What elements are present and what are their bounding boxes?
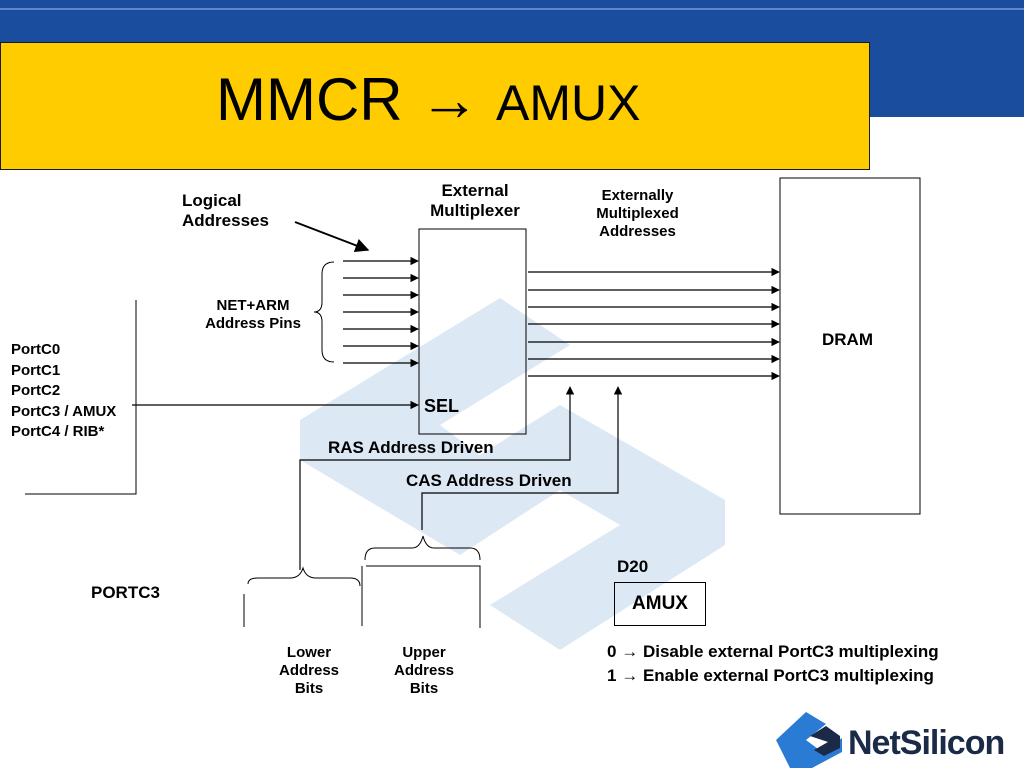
dram-box [779, 177, 921, 515]
amux-box: AMUX [614, 582, 706, 626]
lower-bits-label: Lower Address Bits [264, 644, 354, 698]
cas-path-arrow [421, 386, 623, 530]
setting-row: 1 → Enable external PortC3 multiplexing [607, 664, 939, 688]
netsilicon-logo-text: NetSilicon [848, 724, 1005, 762]
upper-bits-line: Upper [402, 644, 446, 661]
header-band-line [0, 8, 1024, 10]
lower-bits-line: Bits [294, 680, 324, 697]
netarm-pins-line: NET+ARM [216, 297, 290, 314]
lower-bits-line: Address [278, 662, 340, 679]
externally-multiplexed-line: Externally [601, 187, 674, 204]
output-arrows [528, 267, 780, 381]
multiplexer-box [418, 228, 527, 435]
external-multiplexer-line: External [441, 181, 509, 200]
register-upper-edge [366, 565, 481, 628]
watermark-logo [300, 298, 725, 650]
ras-path-arrow [299, 386, 575, 570]
lower-bits-brace [247, 566, 361, 587]
address-pins-brace [313, 261, 335, 363]
title-sub: AMUX [495, 75, 641, 131]
netsilicon-logo-icon [776, 712, 842, 768]
port-list-item: PortC4 / RIB* [11, 423, 105, 440]
slide-title: MMCR → AMUX [216, 70, 640, 130]
title-box [0, 42, 870, 170]
setting-row: 0 → Disable external PortC3 multiplexing [607, 640, 939, 664]
title-arrow-icon: → [419, 66, 480, 133]
ras-driven-label: RAS Address Driven [328, 438, 494, 457]
externally-multiplexed-line: Addresses [599, 223, 676, 240]
logical-addresses-line: Addresses [182, 211, 269, 231]
setting-value: 0 [607, 642, 617, 661]
portc3-label: PORTC3 [91, 583, 160, 602]
externally-multiplexed-label: Externally Multiplexed Addresses [580, 187, 695, 241]
netarm-pins-label: NET+ARM Address Pins [193, 297, 313, 333]
setting-text: Enable external PortC3 multiplexing [642, 666, 934, 685]
right-arrow-icon: → [621, 666, 639, 685]
setting-value: 1 [607, 666, 617, 685]
external-multiplexer-label: External Multiplexer [420, 181, 530, 222]
title-main: MMCR [216, 66, 403, 133]
externally-multiplexed-line: Multiplexed [596, 205, 679, 222]
port-list: PortC0 PortC1 PortC2 PortC3 / AMUX PortC… [11, 340, 116, 443]
upper-bits-brace [364, 535, 481, 561]
settings-list: 0 → Disable external PortC3 multiplexing… [607, 640, 939, 688]
d20-label: D20 [617, 557, 649, 576]
upper-bits-label: Upper Address Bits [379, 644, 469, 698]
upper-bits-line: Bits [409, 680, 439, 697]
input-arrows [343, 256, 419, 368]
portc3-register [243, 565, 481, 628]
port-list-item: PortC2 [11, 382, 61, 399]
port-list-item: PortC3 / AMUX [11, 402, 117, 420]
netarm-pins-line: Address Pins [205, 315, 301, 332]
upper-bits-line: Address [393, 662, 455, 679]
setting-text: Disable external PortC3 multiplexing [642, 642, 939, 661]
cas-driven-label: CAS Address Driven [406, 471, 572, 490]
port-bracket [25, 300, 137, 495]
dram-label: DRAM [822, 330, 873, 349]
logical-addresses-label: Logical Addresses [182, 191, 269, 232]
logical-addresses-line: Logical [182, 191, 242, 210]
external-multiplexer-line: Multiplexer [430, 201, 520, 221]
logical-addresses-arrow [294, 221, 370, 253]
right-arrow-icon: → [621, 642, 639, 661]
lower-bits-line: Lower [286, 644, 332, 661]
port-list-item: PortC0 [11, 341, 61, 358]
sel-label: SEL [424, 396, 460, 416]
port-list-item: PortC1 [11, 361, 61, 379]
